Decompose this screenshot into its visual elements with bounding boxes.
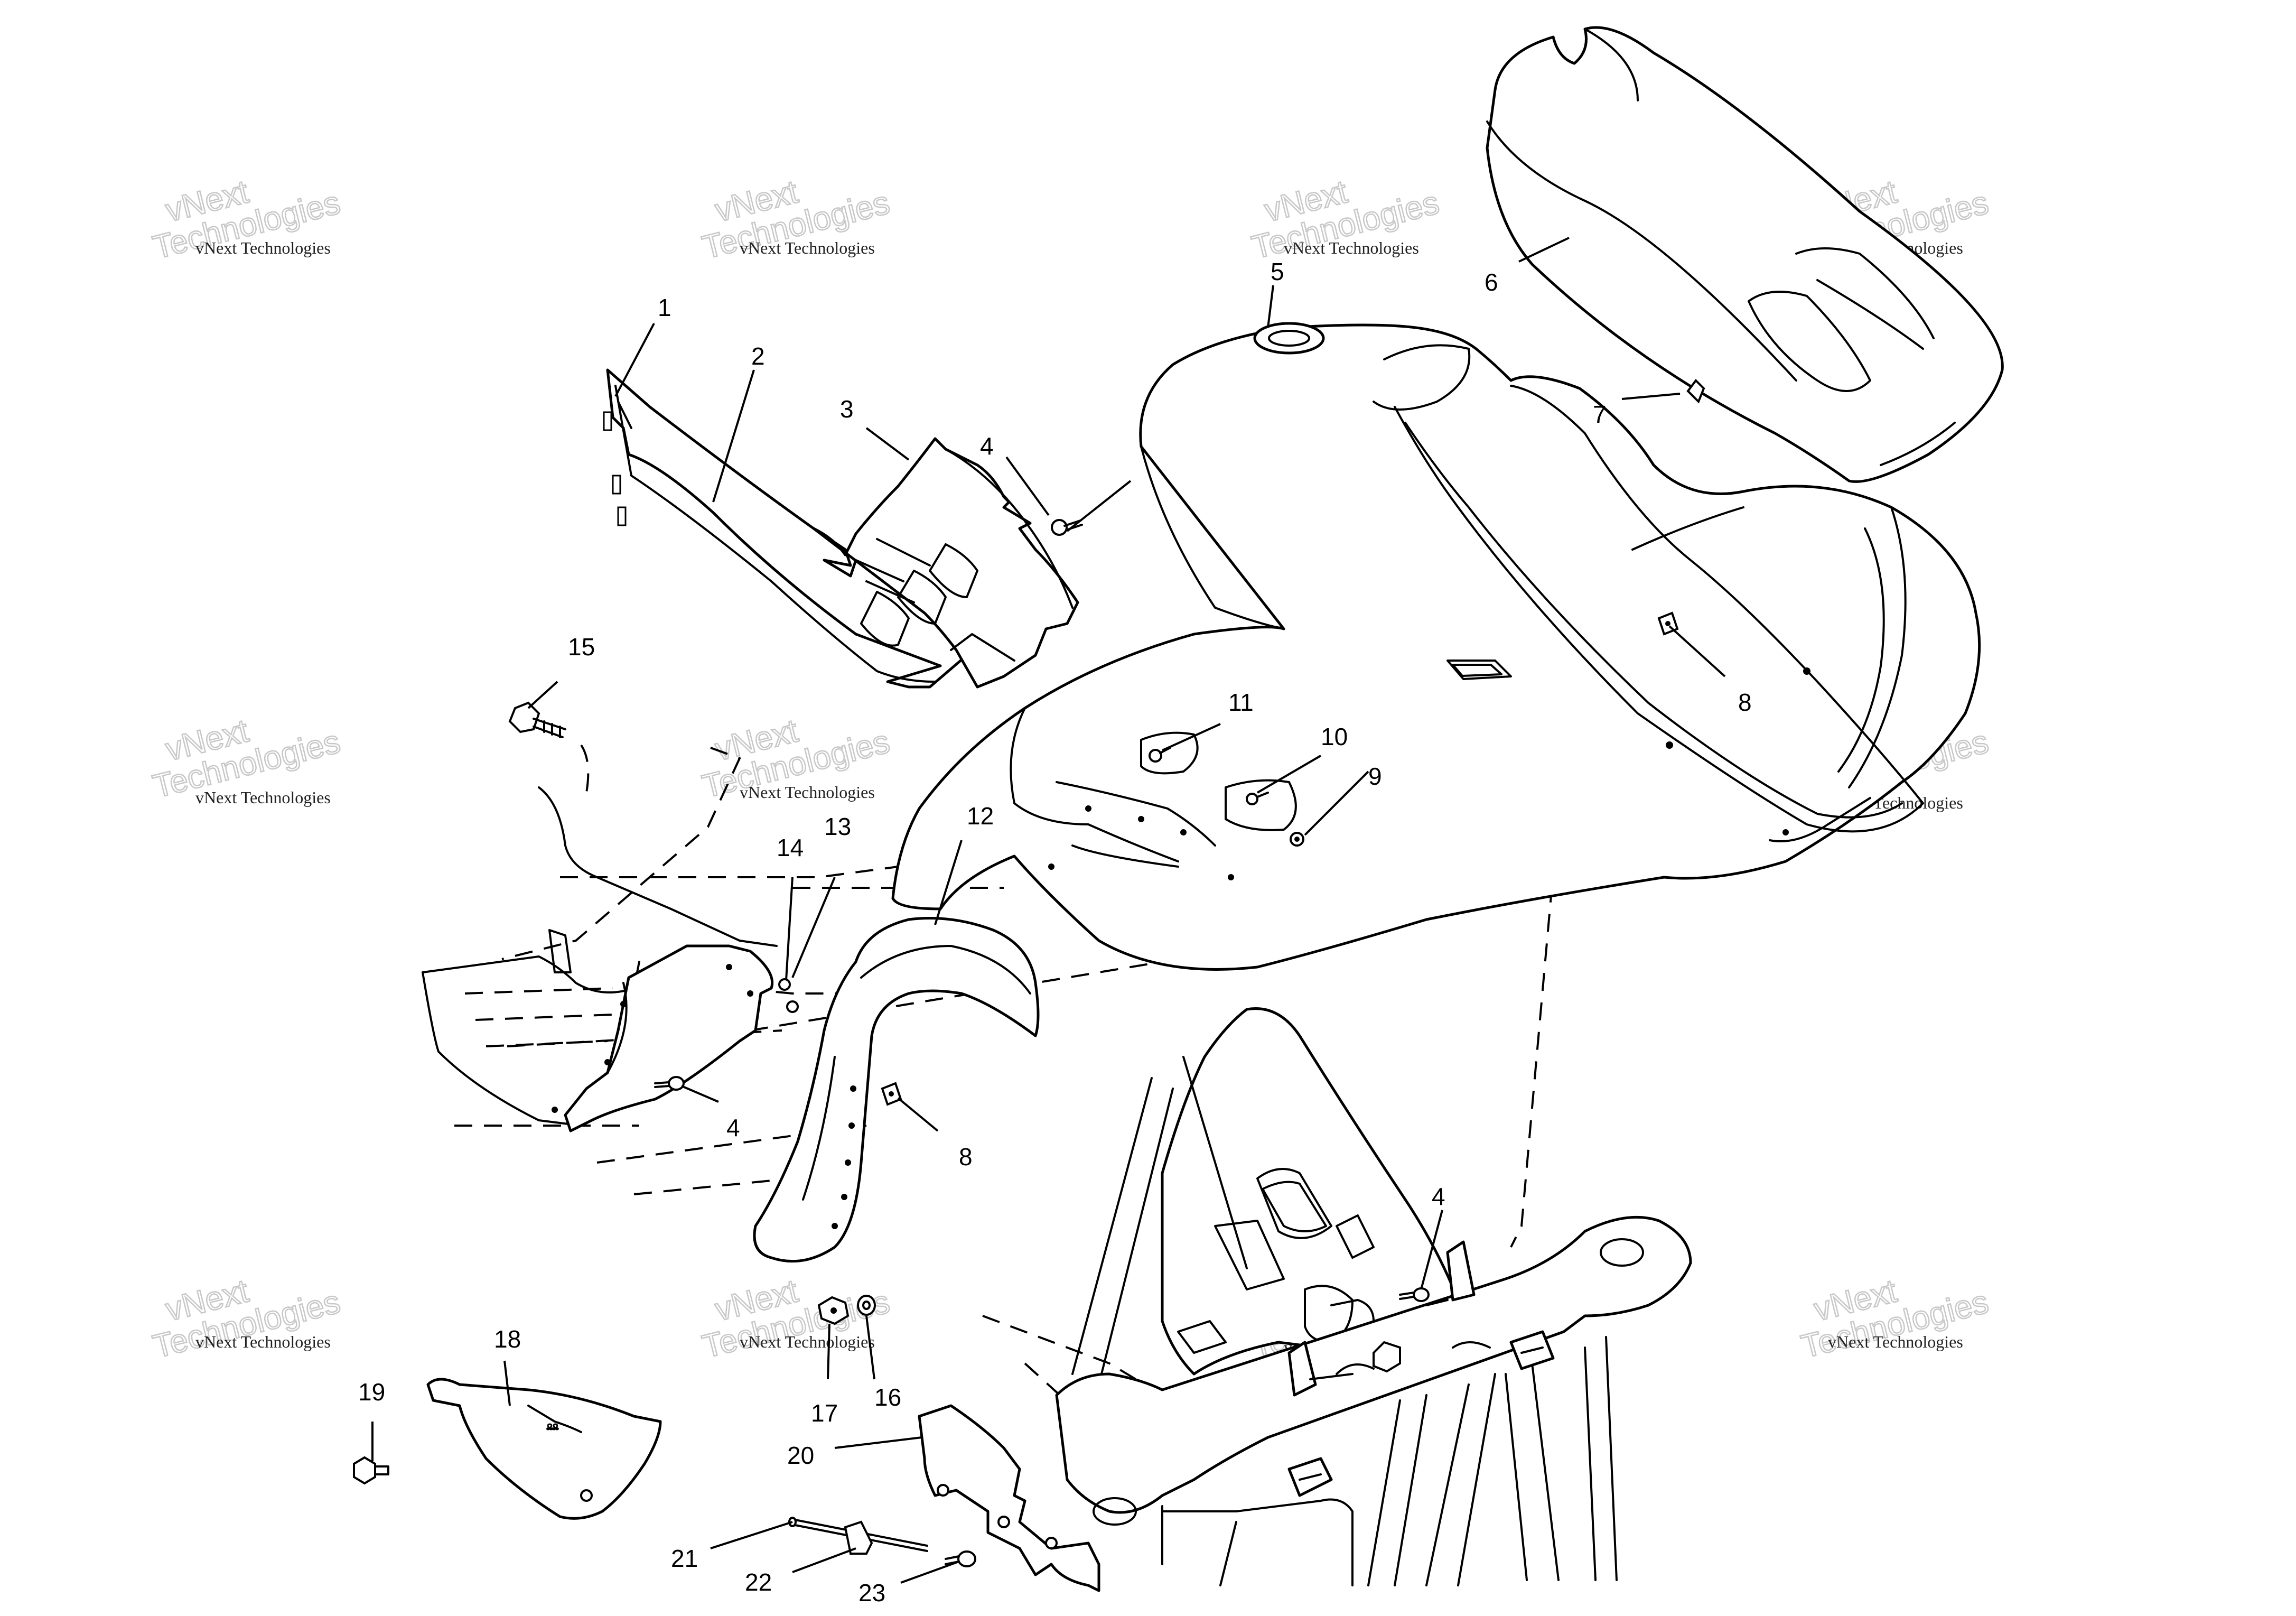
hardware (353, 378, 1705, 1567)
watermark-text: vNext Technologies (195, 788, 331, 807)
watermark-text: vNext Technologies (195, 1332, 331, 1351)
callout-21: 21 (671, 1545, 698, 1572)
callout-23: 23 (858, 1579, 885, 1606)
frame-bolt (1373, 1341, 1401, 1373)
watermark-text: vNext Technologies (740, 783, 875, 802)
heel-shield: ᴥᴥ (426, 1378, 662, 1520)
fender-strip (753, 917, 1040, 1263)
callout-6: 6 (1485, 268, 1498, 296)
footwell-panel-left (603, 368, 968, 689)
screw-4-left (654, 1076, 685, 1091)
watermark-text: vNext Technologies (1284, 238, 1419, 257)
watermark-text: vNext Technologies (740, 1332, 875, 1351)
leader-lines (371, 237, 1726, 1584)
screw-4-top (1051, 519, 1083, 536)
footrest-area (422, 786, 778, 1132)
front-fender-body (891, 322, 1981, 971)
callout-2: 2 (751, 342, 765, 370)
frame-assembly (1055, 1007, 1692, 1586)
callout-4-left: 4 (726, 1114, 740, 1141)
bolt-19 (353, 1456, 389, 1485)
screw-23 (945, 1550, 976, 1567)
callout-17: 17 (811, 1399, 838, 1427)
callout-8-mid: 8 (959, 1143, 973, 1171)
callout-16: 16 (874, 1383, 901, 1411)
screw-10 (1246, 792, 1269, 805)
callout-5: 5 (1271, 258, 1284, 285)
callout-19: 19 (358, 1378, 385, 1406)
callout-20: 20 (787, 1442, 814, 1469)
nut-9 (1290, 832, 1304, 847)
callout-4-right: 4 (1432, 1183, 1445, 1210)
callout-13: 13 (824, 813, 851, 840)
mounting-bracket-panel (918, 1404, 1100, 1592)
nut-8-mid (881, 1082, 902, 1106)
svg-text:ᴥᴥ: ᴥᴥ (547, 1421, 558, 1432)
callout-12: 12 (967, 802, 994, 830)
callout-18: 18 (494, 1325, 521, 1353)
floorboard (812, 437, 1079, 689)
callout-15: 15 (568, 633, 595, 661)
callout-3: 3 (840, 395, 854, 423)
callout-1: 1 (658, 294, 671, 321)
washer-13 (778, 978, 791, 991)
clip-22 (844, 1520, 873, 1555)
washer-16 (857, 1295, 876, 1316)
callout-9: 9 (1368, 763, 1382, 790)
callout-8-top: 8 (1738, 689, 1752, 716)
watermark-text: vNext Technologies (1828, 1332, 1963, 1351)
screw-11 (1149, 747, 1171, 763)
callout-4-top: 4 (980, 432, 994, 460)
watermark-text: vNext Technologies (195, 238, 331, 257)
rear-rack-cover (1486, 26, 2004, 483)
callout-14: 14 (777, 834, 804, 861)
watermark-text: vNext Technologies (740, 238, 875, 257)
bolt-15 (508, 701, 566, 738)
callout-10: 10 (1321, 723, 1348, 750)
callout-22: 22 (745, 1568, 772, 1596)
nut-17 (817, 1296, 850, 1325)
callout-labels: 1 2 3 4 4 4 5 6 7 8 8 9 10 11 12 13 14 1… (358, 258, 1752, 1606)
callout-11: 11 (1228, 689, 1254, 716)
callout-7: 7 (1593, 401, 1607, 428)
nut-14 (786, 1000, 799, 1013)
clip-7 (1686, 378, 1705, 404)
